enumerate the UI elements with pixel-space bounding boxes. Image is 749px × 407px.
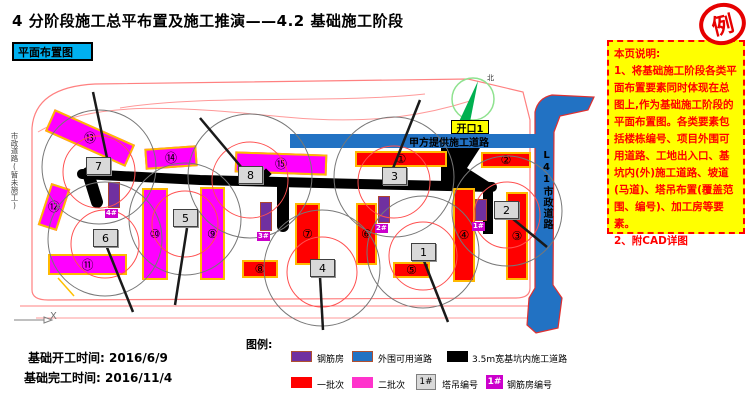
finish-label: 基础完工时间: — [24, 371, 101, 385]
site-opening-label: 开口1 — [451, 120, 489, 135]
finish-value: 2016/11/4 — [105, 371, 173, 385]
crane-number: 2 — [503, 203, 510, 217]
boundary-curve — [37, 100, 471, 133]
tower-crane-3: 3 — [382, 167, 407, 185]
foundation-finish-time: 基础完工时间: 2016/11/4 — [24, 369, 172, 386]
crane-number: 7 — [95, 159, 102, 173]
building-number: ③ — [511, 229, 523, 243]
site-boundary — [31, 78, 531, 301]
axis-x-arrow — [43, 316, 54, 324]
building-2: ② — [481, 152, 531, 168]
tower-crane-7: 7 — [86, 157, 111, 175]
building-number: ⑥ — [361, 227, 372, 241]
crane-number: 1 — [420, 245, 427, 259]
legend-swatch-batch2 — [352, 377, 373, 388]
start-value: 2016/6/9 — [109, 351, 168, 365]
building-number: ⑦ — [302, 227, 313, 241]
building-number: ⑭ — [164, 150, 178, 165]
legend-label-batch1: 一批次 — [317, 381, 345, 391]
building-7: ⑦ — [295, 203, 320, 265]
building-number: ⑤ — [406, 263, 417, 277]
rebar-house-3-label: 3# — [257, 232, 270, 241]
building-number: ② — [500, 153, 512, 167]
legend-rebar-badge: 1# — [486, 375, 503, 389]
page-title: 4 分阶段施工总平布置及施工推演——4.2 基础施工阶段 — [12, 12, 404, 30]
foundation-start-time: 基础开工时间: 2016/6/9 — [28, 349, 168, 366]
notes-body: 1、将基础施工阶段各类平面布置要素同时体现在总图上,作为基础施工阶段的平面布置图… — [614, 64, 737, 247]
building-number: ⑩ — [149, 227, 161, 241]
notes-heading: 本页说明: — [614, 48, 661, 60]
building-11: ⑪ — [48, 254, 127, 275]
tower-crane-1: 1 — [411, 243, 436, 261]
building-number: ⑮ — [274, 156, 287, 171]
legend-label-batch2: 二批次 — [378, 381, 406, 391]
legend-label-outer-road: 外围可用道路 — [378, 355, 433, 365]
building-number: ⑨ — [207, 226, 218, 241]
crane-number: 6 — [102, 231, 109, 245]
crane-number: 3 — [391, 169, 398, 183]
rebar-house-1-label: 1# — [472, 222, 485, 231]
building-6: ⑥ — [356, 203, 377, 265]
legend-swatch-rebar — [291, 351, 312, 362]
building-number: ④ — [458, 228, 470, 242]
building-5: ⑤ — [393, 262, 430, 278]
crane-number: 5 — [182, 211, 189, 225]
building-number: ① — [395, 152, 407, 166]
building-number: ⑬ — [83, 130, 97, 145]
example-stamp-text: 例 — [709, 11, 737, 42]
legend-crane-badge: 1# — [416, 374, 436, 390]
building-8: ⑧ — [242, 260, 278, 278]
legend-label-crane-number: 塔吊编号 — [442, 381, 479, 391]
rebar-house-4 — [108, 182, 120, 208]
boundary-curve — [119, 93, 426, 109]
legend-swatch-outer-road — [352, 351, 373, 362]
legend-swatch-pit-road — [447, 351, 468, 362]
building-1: ① — [355, 151, 447, 167]
tower-crane-5: 5 — [173, 209, 198, 227]
municipal-road-right-label: L41市政道路 — [541, 150, 552, 230]
building-number: ⑪ — [81, 257, 94, 272]
boundary-mark — [57, 277, 75, 297]
tower-crane-4: 4 — [310, 259, 335, 277]
building-number: ⑫ — [47, 199, 61, 214]
municipal-road-right — [526, 94, 595, 334]
crane-number: 8 — [247, 168, 254, 182]
rebar-house-2-label: 2# — [375, 224, 388, 233]
building-number: ⑧ — [254, 262, 266, 276]
tower-crane-8: 8 — [238, 166, 263, 184]
view-tag: 平面布置图 — [12, 42, 93, 61]
crane-number: 4 — [319, 261, 326, 275]
tower-crane-6: 6 — [93, 229, 118, 247]
party-a-road-label: 甲方提供施工道路 — [409, 138, 489, 149]
rebar-house-1 — [475, 199, 487, 221]
page-notes: 本页说明: 1、将基础施工阶段各类平面布置要素同时体现在总图上,作为基础施工阶段… — [607, 40, 745, 247]
start-label: 基础开工时间: — [28, 351, 105, 365]
tower-crane-2: 2 — [494, 201, 519, 219]
rebar-house-2 — [378, 196, 390, 223]
building-10: ⑩ — [142, 188, 168, 280]
legend-label-rebar-number: 钢筋房编号 — [507, 381, 553, 391]
legend-label-pit-road: 3.5m宽基坑内施工道路 — [472, 355, 568, 365]
building-14: ⑭ — [144, 145, 198, 170]
municipal-road-left-label: 市政道路(暂未施工) — [10, 132, 19, 210]
legend-swatch-batch1 — [291, 377, 312, 388]
axis-x-label: X — [50, 311, 57, 322]
building-4: ④ — [453, 188, 475, 282]
rebar-house-3 — [260, 202, 272, 231]
legend-title: 图例: — [246, 338, 273, 351]
north-label: 北 — [487, 74, 494, 82]
rebar-house-4-label: 4# — [105, 209, 118, 218]
building-9: ⑨ — [200, 187, 225, 280]
legend-label-rebar: 钢筋房 — [317, 355, 345, 365]
